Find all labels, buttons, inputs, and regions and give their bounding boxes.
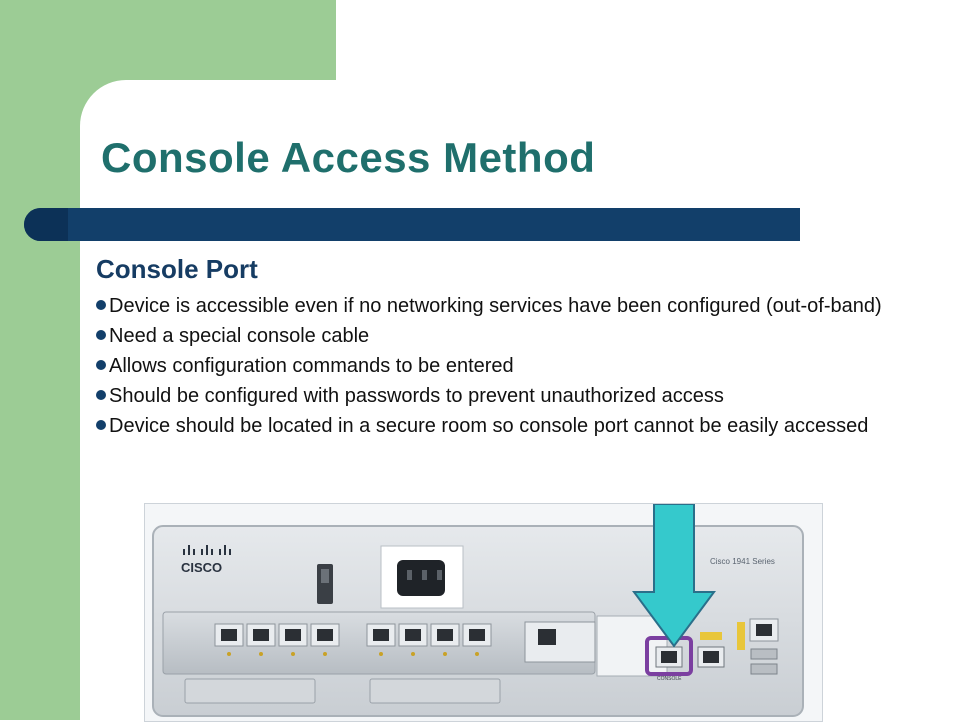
usb-port-top [750,648,778,660]
router-illustration: CISCO Cisco 1941 Series [152,504,804,717]
module-plate [524,621,596,663]
cisco-logo-icon [183,545,231,555]
slide-title: Console Access Method [101,134,596,181]
usb-label-tag [737,622,745,650]
bullet-list: Device is accessible even if no networki… [96,296,946,446]
slot-cover-right [369,678,501,704]
bullet-item: Device should be located in a secure roo… [96,416,946,436]
power-socket-icon [397,560,445,596]
ethernet-ports-middle [366,623,492,647]
router-photo: CISCO Cisco 1941 Series [144,503,823,722]
bullet-item: Allows configuration commands to be ente… [96,356,946,376]
module-port-icon [538,629,556,645]
console-label: CONSOLE [657,676,682,682]
bullet-icon [96,360,106,370]
usb-port-bottom [750,663,778,675]
port-led-icons [227,652,479,656]
bullet-item: Need a special console cable [96,326,946,346]
aux-label-tag [700,632,722,640]
label-plate [596,615,668,677]
bullet-icon [96,390,106,400]
bullet-icon [96,330,106,340]
model-text: Cisco 1941 Series [710,557,775,566]
slide-subtitle: Console Port [96,254,258,284]
bullet-icon [96,420,106,430]
bullet-item: Device is accessible even if no networki… [96,296,946,316]
slot-cover-left [184,678,316,704]
bullet-icon [96,300,106,310]
ethernet-ports-left [214,623,340,647]
cisco-brand-text: CISCO [181,560,222,575]
title-divider-bar [24,208,800,241]
bullet-item: Should be configured with passwords to p… [96,386,946,406]
arrow-down-icon [632,504,716,648]
divider-bar-cap [24,208,68,241]
